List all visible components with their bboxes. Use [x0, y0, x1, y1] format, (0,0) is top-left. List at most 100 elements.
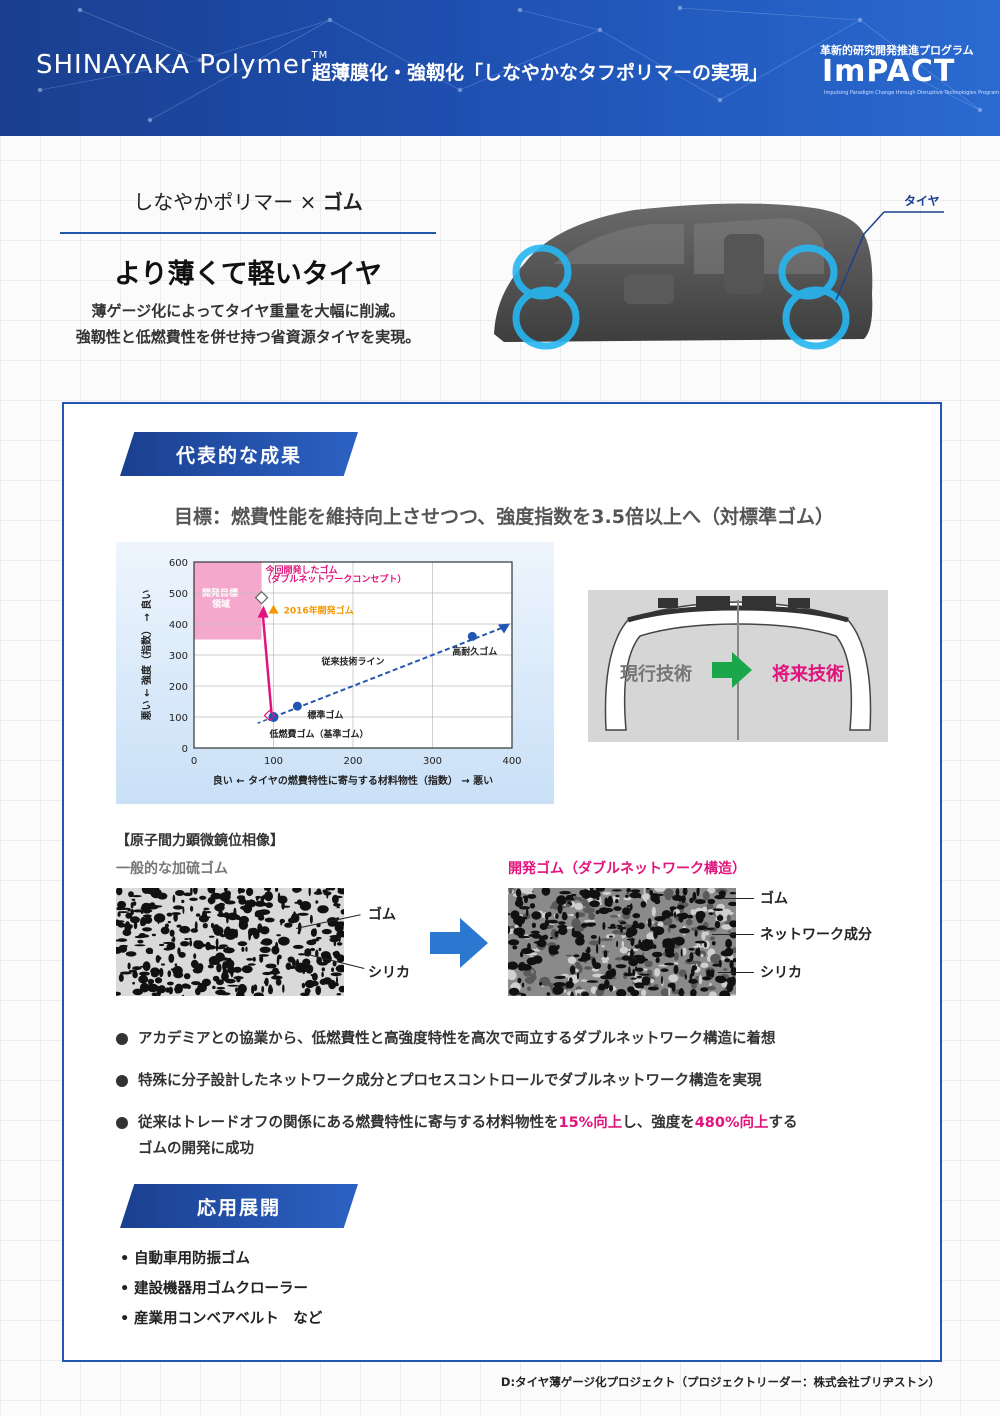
afm-particle	[287, 956, 295, 963]
afm-particle	[684, 974, 687, 980]
x-axis-label: 良い ← タイヤの燃費特性に寄与する材料物性（指数） → 悪い	[213, 774, 493, 787]
afm-particle	[328, 979, 337, 990]
afm-particle	[180, 941, 190, 947]
afm-particle	[215, 952, 225, 962]
afm-particle	[630, 953, 634, 963]
afm-particle	[607, 963, 612, 971]
afm-particle	[636, 975, 643, 979]
afm-particle	[604, 897, 608, 907]
improvement-arrowhead	[257, 605, 269, 618]
afm-particle	[646, 932, 655, 941]
afm-particle	[340, 909, 344, 915]
afm-particle	[332, 894, 339, 904]
afm-particle	[208, 898, 214, 905]
afm-particle	[195, 913, 201, 917]
label-developed-rubber: 今回開発したゴム	[265, 564, 338, 576]
impact-subtitle: 革新的研究開発推進プログラム	[820, 44, 974, 57]
afm-particle	[174, 963, 178, 967]
trend-line	[273, 624, 509, 718]
impact-logo: ImPACT	[822, 54, 956, 89]
afm-particle	[638, 941, 646, 945]
afm-particle	[653, 984, 659, 988]
afm-particle	[579, 889, 586, 896]
intro-line-1: 薄ゲージ化によってタイヤ重量を大幅に削減。	[91, 302, 405, 320]
afm-particle	[660, 968, 669, 972]
afm-particle	[602, 922, 606, 930]
afm-particle	[321, 967, 325, 972]
afm-particle	[147, 904, 159, 910]
afm-particle	[173, 912, 178, 922]
afm-particle	[565, 954, 573, 957]
afm-left-label-rubber: ゴム	[368, 907, 396, 923]
afm-particle	[508, 925, 511, 934]
afm-particle	[557, 924, 568, 929]
afm-particle	[263, 940, 272, 945]
plot-frame	[193, 561, 513, 749]
afm-particle	[728, 901, 736, 907]
afm-particle	[117, 938, 128, 942]
afm-particle	[329, 937, 340, 943]
afm-particle	[552, 985, 564, 995]
afm-particle	[603, 908, 614, 913]
point-high-durability	[467, 631, 477, 641]
afm-particle	[166, 912, 173, 917]
afm-particle	[189, 897, 198, 901]
afm-particle	[117, 912, 121, 917]
afm-particle	[519, 951, 524, 958]
afm-particle	[212, 985, 216, 990]
afm-particle	[727, 977, 734, 985]
afm-particle	[276, 934, 281, 937]
afm-particle	[508, 888, 513, 895]
afm-particle	[530, 930, 540, 934]
application-item: 自動車用防振ゴム	[120, 1244, 322, 1274]
afm-particle	[308, 888, 311, 897]
afm-particle	[583, 966, 593, 970]
afm-particle	[165, 987, 171, 993]
afm-particle	[237, 983, 247, 994]
highlight-fuel: 15%向上	[558, 1115, 623, 1131]
afm-particle	[649, 889, 654, 896]
afm-left-label-silica: シリカ	[368, 965, 410, 981]
results-banner: 代表的な成果	[120, 432, 358, 476]
afm-particle	[536, 939, 547, 948]
applications-banner: 応用展開	[120, 1184, 358, 1228]
x-tick-label: 200	[343, 756, 362, 767]
afm-particle	[539, 935, 546, 939]
afm-particle	[174, 990, 182, 994]
afm-particle	[116, 991, 121, 996]
afm-particle	[214, 903, 225, 912]
afm-particle	[116, 888, 123, 896]
point-2016-rubber	[268, 604, 279, 614]
afm-particle	[278, 936, 290, 946]
afm-particle	[310, 947, 316, 952]
afm-particle	[167, 920, 171, 924]
afm-particle	[312, 972, 318, 981]
afm-particle	[610, 923, 616, 928]
tire-callout-label: タイヤ	[904, 194, 940, 208]
afm-particle	[678, 991, 684, 996]
afm-particle	[616, 940, 619, 948]
afm-particle	[528, 934, 539, 937]
afm-particle	[242, 904, 253, 914]
afm-particle	[708, 909, 715, 913]
afm-particle	[271, 975, 283, 980]
afm-particle	[541, 888, 551, 896]
afm-particle	[125, 951, 137, 957]
afm-particle	[660, 988, 669, 996]
afm-particle	[153, 913, 166, 923]
afm-particle	[133, 909, 143, 913]
afm-particle	[510, 910, 520, 920]
afm-particle	[623, 897, 632, 901]
afm-particle	[193, 888, 198, 895]
afm-particle	[253, 984, 258, 992]
afm-particle	[664, 891, 673, 901]
afm-particle	[118, 973, 124, 982]
afm-particle	[330, 972, 342, 977]
y-axis-label: 悪い ← 強度（指数） → 良い	[140, 590, 153, 721]
afm-particle	[142, 914, 152, 918]
afm-particle	[601, 945, 605, 948]
afm-particle	[298, 953, 306, 956]
afm-particle	[336, 906, 340, 909]
afm-particle	[508, 970, 517, 981]
afm-particle	[219, 892, 231, 902]
